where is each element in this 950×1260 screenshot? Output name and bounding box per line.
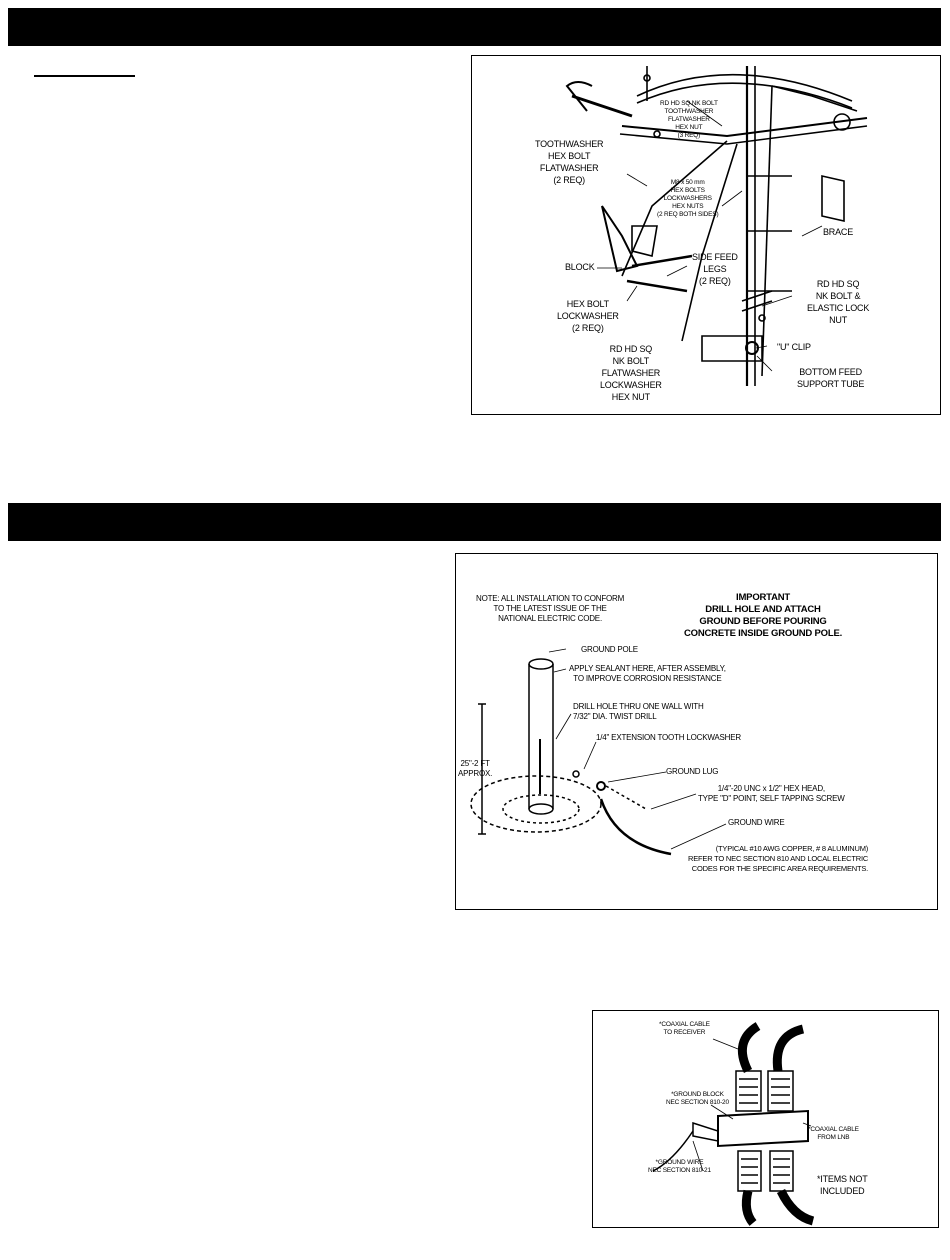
ground-block-drawing xyxy=(652,1022,815,1226)
ground-block-diagram: *COAXIAL CABLE TO RECEIVER *GROUND BLOCK… xyxy=(592,1010,939,1228)
note-installation: NOTE: ALL INSTALLATION TO CONFORM TO THE… xyxy=(476,594,625,623)
label-ground-block: *GROUND BLOCK NEC SECTION 810-20 xyxy=(666,1091,729,1106)
label-m8-hex-bolts: M8 x 50 mm HEX BOLTS LOCKWASHERS HEX NUT… xyxy=(657,179,719,218)
label-items-not-included: *ITEMS NOT INCLUDED xyxy=(817,1174,868,1196)
label-dimension: 25"-2 FT APPROX. xyxy=(458,759,493,778)
label-bottom-feed-support-tube: BOTTOM FEED SUPPORT TUBE xyxy=(797,367,865,389)
label-apply-sealant: APPLY SEALANT HERE, AFTER ASSEMBLY, TO I… xyxy=(569,664,726,683)
grounding-diagram: NOTE: ALL INSTALLATION TO CONFORM TO THE… xyxy=(455,553,938,910)
label-ground-lug: GROUND LUG xyxy=(666,767,719,776)
section-header-bar-middle xyxy=(8,503,941,541)
label-brace: BRACE xyxy=(823,227,854,237)
label-ground-wire: GROUND WIRE xyxy=(728,818,785,827)
label-typical-wire-requirements: (TYPICAL #10 AWG COPPER, # 8 ALUMINUM) R… xyxy=(688,844,869,873)
feed-assembly-drawing xyxy=(565,66,868,386)
grounding-drawing xyxy=(470,648,727,856)
feed-assembly-diagram: RD HD SQ NK BOLT TOOTHWASHER FLATWASHER … xyxy=(471,55,941,415)
label-coax-from-lnb: *COAXIAL CABLE FROM LNB xyxy=(808,1126,859,1141)
important-notice: IMPORTANT DRILL HOLE AND ATTACH GROUND B… xyxy=(684,592,843,639)
section-header-bar-top xyxy=(8,8,941,46)
label-toothwasher-hex-bolt: TOOTHWASHER HEX BOLT FLATWASHER (2 REQ) xyxy=(535,139,604,185)
label-block: BLOCK xyxy=(565,262,595,272)
heading-underline xyxy=(34,75,135,77)
label-hex-bolt-lockwasher: HEX BOLT LOCKWASHER (2 REQ) xyxy=(557,299,619,333)
label-u-clip: "U" CLIP xyxy=(777,342,811,352)
label-hex-head-screw: 1/4"-20 UNC x 1/2" HEX HEAD, TYPE "D" PO… xyxy=(698,784,845,803)
label-ground-pole: GROUND POLE xyxy=(581,645,638,654)
label-ground-wire-nec: *GROUND WIRE NEC SECTION 810-21 xyxy=(648,1159,711,1174)
label-rd-hd-sq-elastic-lock-nut: RD HD SQ NK BOLT & ELASTIC LOCK NUT xyxy=(807,279,870,325)
label-rd-hd-sq-bottom: RD HD SQ NK BOLT FLATWASHER LOCKWASHER H… xyxy=(600,344,662,402)
label-drill-hole: DRILL HOLE THRU ONE WALL WITH 7/32" DIA.… xyxy=(573,702,704,721)
label-coax-to-receiver: *COAXIAL CABLE TO RECEIVER xyxy=(659,1021,710,1036)
label-extension-tooth-lockwasher: 1/4" EXTENSION TOOTH LOCKWASHER xyxy=(596,733,741,742)
label-side-feed-legs: SIDE FEED LEGS (2 REQ) xyxy=(692,252,738,286)
label-rd-hd-sq-nk-bolt-top: RD HD SQ NK BOLT TOOTHWASHER FLATWASHER … xyxy=(660,100,718,139)
